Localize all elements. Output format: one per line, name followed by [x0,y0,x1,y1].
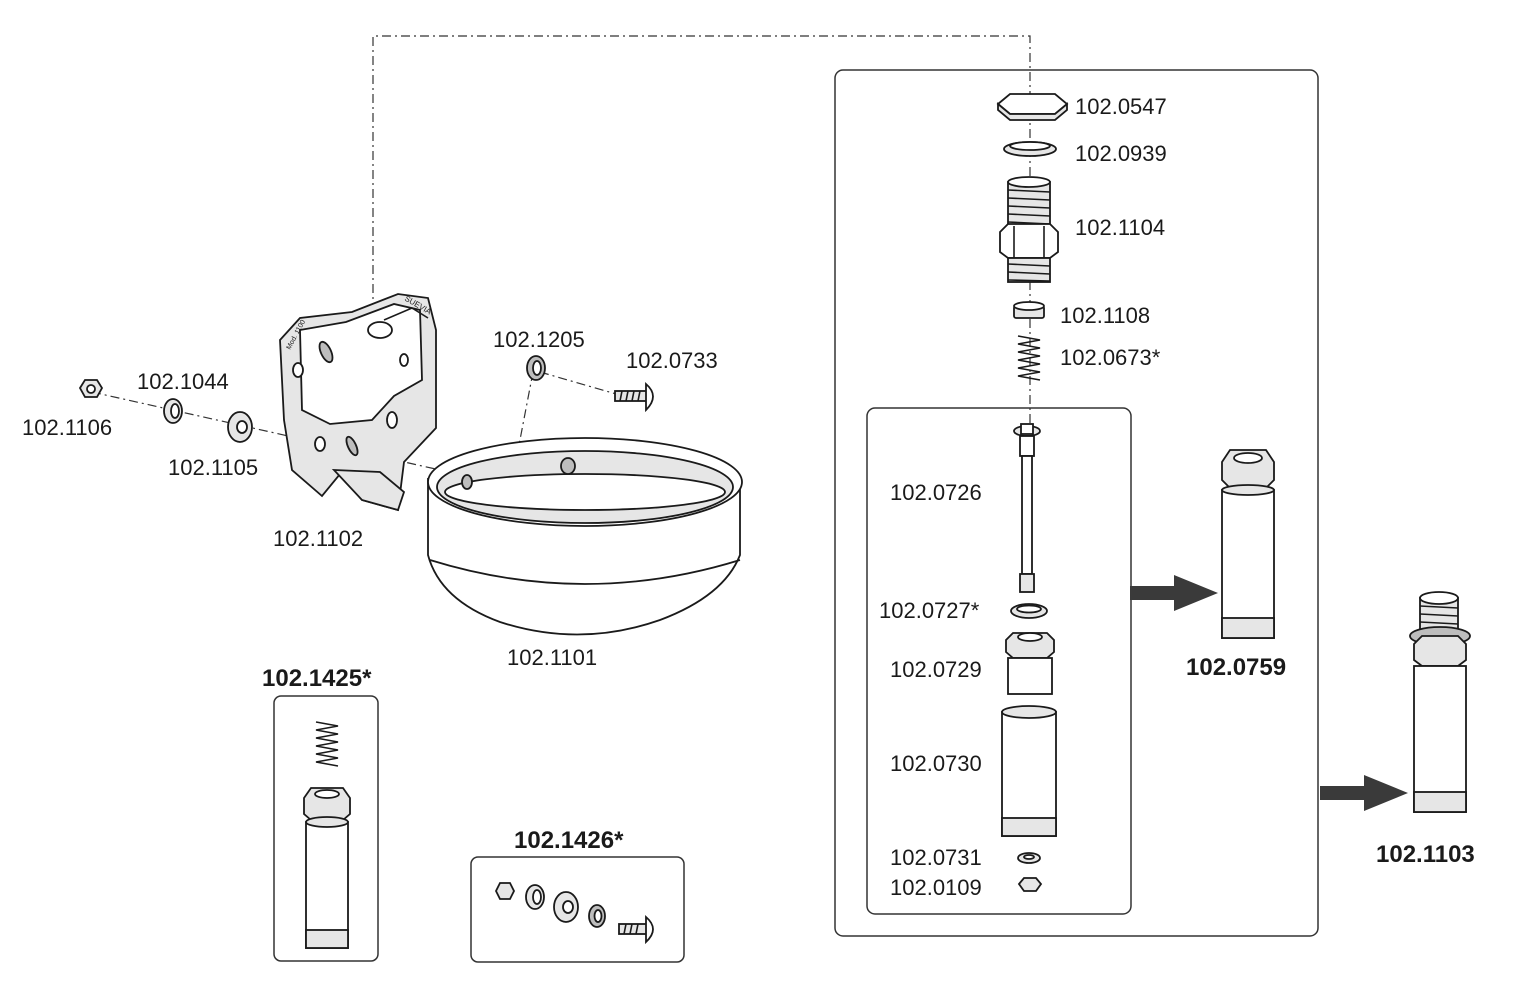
label-102-0547: 102.0547 [1075,94,1167,119]
kit-1426-screw [618,915,654,945]
spring-washer-1044 [163,398,183,424]
label-102-0733: 102.0733 [626,348,718,373]
kit-1426-o-ring [588,904,606,928]
assembled-valve-1103 [1409,591,1471,813]
arrow-to-0759 [1130,575,1218,611]
kit-1425-spring [315,721,339,767]
sealing-ring [1003,141,1057,157]
label-102-0726: 102.0726 [890,480,982,505]
label-102-1106: 102.1106 [22,415,112,440]
label-102-1205: 102.1205 [493,327,585,352]
label-102-0759: 102.0759 [1186,654,1286,681]
label-102-0731: 102.0731 [890,845,982,870]
label-102-1102: 102.1102 [273,526,363,551]
hex-nut-1106 [78,379,104,398]
valve-assembly-box [834,69,1319,937]
label-102-0673: 102.0673* [1060,345,1161,370]
assembled-valve-0759 [1221,449,1275,639]
hex-lock-nut [996,93,1069,121]
assembly-line-top [372,35,1031,470]
flat-washer-1105 [227,411,253,443]
kit-1426-flat-washer [553,891,579,923]
small-ring [1013,301,1045,319]
label-102-0729: 102.0729 [890,657,982,682]
label-102-0109: 102.0109 [890,875,982,900]
kit-1425-valve [303,787,351,949]
label-102-1108: 102.1108 [1060,303,1150,328]
valve-o-ring [1010,603,1048,619]
small-washer [1017,852,1041,864]
valve-stem [1013,423,1041,593]
o-ring-1205 [526,355,546,381]
label-102-1426: 102.1426* [514,827,624,854]
mounting-bracket: SUEVIA Mod. 1100 [279,293,437,512]
kit-1426-nut [494,882,516,900]
label-102-0727: 102.0727* [879,598,980,623]
nozzle-sleeve [1001,705,1057,837]
valve-spring [1017,335,1041,381]
label-102-1425: 102.1425* [262,665,372,692]
label-102-1104: 102.1104 [1075,215,1165,240]
label-102-1105: 102.1105 [168,455,258,480]
label-102-1101: 102.1101 [507,645,597,670]
threaded-valve-body [999,176,1059,283]
nozzle-nut [1005,632,1055,695]
drinking-bowl [427,437,743,636]
label-102-0730: 102.0730 [890,751,982,776]
label-102-1044: 102.1044 [137,369,229,394]
screw-0733 [614,382,654,413]
label-102-0939: 102.0939 [1075,141,1167,166]
arrow-to-1103 [1320,775,1408,811]
label-102-1103: 102.1103 [1376,841,1475,868]
assembly-line-nut [91,391,441,471]
kit-1426-spring-washer [525,884,545,910]
kit-1425-box [273,695,379,962]
kit-1426-box [470,856,685,963]
small-hex-nut [1017,877,1043,892]
valve-insert-box [866,407,1132,915]
